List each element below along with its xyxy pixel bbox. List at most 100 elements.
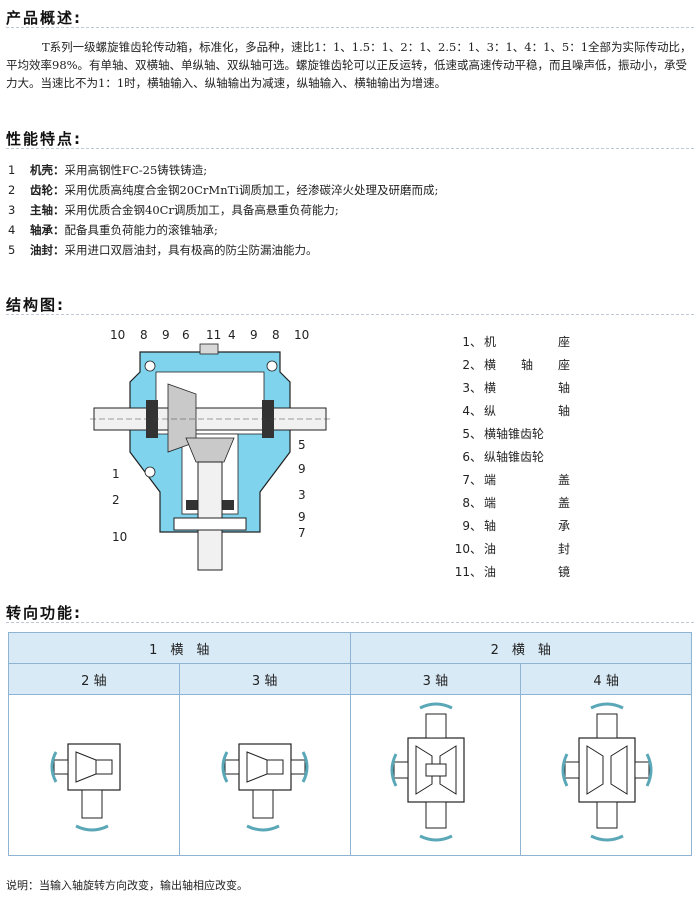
features-divider: [6, 148, 694, 149]
feature-number: 4: [8, 223, 16, 237]
part-name-char: 端: [484, 496, 497, 510]
part-name-char: 油: [484, 565, 497, 579]
col-header-3: 3 轴: [349, 663, 522, 695]
part-number: 3、: [462, 381, 482, 395]
callout-top: 9: [162, 328, 170, 342]
part-number: 8、: [462, 496, 482, 510]
callout-top: 10: [110, 328, 126, 342]
mount-hole-left: [144, 360, 156, 372]
bearing-left: [146, 400, 158, 438]
callout-right: 9: [298, 462, 306, 476]
callout-top: 8: [272, 328, 280, 342]
part-name: 油封: [482, 540, 570, 557]
part-number: 5、: [462, 427, 482, 441]
feature-text: 配备具重负荷能力的滚锥轴承;: [64, 223, 218, 237]
part-name: 横轴: [482, 379, 570, 396]
part-name-char: 横: [484, 358, 497, 372]
col-header-2: 3 轴: [178, 663, 351, 695]
callout-left: 1: [112, 467, 120, 481]
feature-label: 齿轮：: [30, 183, 65, 197]
callout-right: 3: [298, 488, 306, 502]
gearbox-2-shaft-icon: [50, 743, 121, 832]
part-item: 5、横轴锥齿轮: [450, 422, 570, 445]
overview-divider: [6, 27, 694, 28]
gearbox-dual-3-shaft-icon: [390, 702, 465, 842]
feature-label: 主轴：: [30, 203, 65, 217]
part-name: 横轴锥齿轮: [482, 425, 570, 442]
part-name-char: 镜: [557, 565, 570, 579]
feature-number: 2: [8, 183, 16, 197]
part-number: 11、: [454, 565, 482, 579]
part-number: 1、: [462, 335, 482, 349]
feature-text: 采用优质合金钢40Cr调质加工，具备高悬重负荷能力;: [64, 203, 339, 217]
part-item: 3、横轴: [450, 376, 570, 399]
rotation-divider: [6, 622, 694, 623]
overview-text: T系列一级螺旋锥齿轮传动箱，标准化，多品种，速比1：1、1.5：1、2：1、2.…: [6, 40, 692, 90]
feature-text: 采用进口双唇油封，具有极高的防尘防漏油能力。: [64, 243, 318, 257]
part-number: 10、: [454, 542, 482, 556]
part-number: 7、: [462, 473, 482, 487]
callout-left: 2: [112, 493, 120, 507]
rotation-cell-1: [8, 694, 180, 856]
feature-text: 采用高钢性FC-25铸铁铸造;: [64, 163, 208, 177]
part-name-char: 轴: [557, 404, 570, 418]
rotation-cell-3: [349, 694, 522, 856]
part-item: 11、油 镜: [450, 560, 570, 583]
structure-divider: [6, 314, 694, 315]
callout-top: 8: [140, 328, 148, 342]
feature-text: 采用优质高纯度合金钢20CrMnTi调质加工，经渗碳淬火处理及研磨而成;: [64, 183, 439, 197]
part-name: 端盖: [482, 471, 570, 488]
overview-title: 产品概述:: [6, 9, 82, 27]
feature-label: 机壳：: [30, 163, 65, 177]
callout-top: 11: [206, 328, 222, 342]
feature-number: 3: [8, 203, 16, 217]
mount-hole-lower: [144, 466, 156, 478]
rotation-cell-2: [178, 694, 351, 856]
part-name-char: 端: [484, 473, 497, 487]
part-name-char: 横: [484, 381, 497, 395]
group-header-2: 2 横 轴: [349, 632, 692, 664]
part-name-char: 盖: [557, 496, 570, 510]
part-name-char: 轴: [484, 519, 497, 533]
col-header-4: 4 轴: [520, 663, 692, 695]
callout-left: 10: [112, 530, 128, 544]
part-name-char: 轴: [557, 381, 570, 395]
vertical-bevel-gear: [185, 437, 235, 463]
part-item: 7、端盖: [450, 468, 570, 491]
part-number: 9、: [462, 519, 482, 533]
part-name-char: 承: [557, 519, 570, 533]
part-number: 6、: [462, 450, 482, 464]
structure-diagram: [90, 343, 330, 571]
rotation-note: 说明：当输入轴旋转方向改变，输出轴相应改变。: [6, 879, 248, 892]
rotation-cell-4: [520, 694, 692, 856]
part-name-char: 轴: [520, 358, 533, 372]
part-name-char: 纵: [484, 404, 497, 418]
part-item: 8、端盖: [450, 491, 570, 514]
callout-top: 10: [294, 328, 310, 342]
part-name: 轴承: [482, 517, 570, 534]
feature-item: 2 齿轮：采用优质高纯度合金钢20CrMnTi调质加工，经渗碳淬火处理及研磨而成;: [8, 180, 438, 200]
mount-hole-right: [266, 360, 278, 372]
vertical-shaft: [197, 461, 223, 571]
part-name-char: 盖: [557, 473, 570, 487]
structure-title: 结构图:: [6, 296, 65, 314]
rotation-table: 1 横 轴 2 横 轴 2 轴 3 轴 3 轴 4 轴: [8, 632, 692, 856]
part-name: 纵轴锥齿轮: [482, 448, 570, 465]
gearbox-dual-4-shaft-icon: [561, 702, 653, 842]
part-item: 6、纵轴锥齿轮: [450, 445, 570, 468]
callout-right: 5: [298, 438, 306, 452]
callout-top: 4: [228, 328, 236, 342]
part-name-char: 机: [484, 335, 497, 349]
part-name-char: 封: [557, 542, 570, 556]
part-name-char: 座: [557, 335, 570, 349]
part-name: 端盖: [482, 494, 570, 511]
part-name-char: 纵轴锥齿轮: [484, 450, 545, 464]
end-cap-bottom: [173, 517, 247, 531]
group-header-1: 1 横 轴: [8, 632, 351, 664]
features-title: 性能特点:: [6, 130, 82, 148]
part-item: 10、油封: [450, 537, 570, 560]
callout-right: 9: [298, 510, 306, 524]
